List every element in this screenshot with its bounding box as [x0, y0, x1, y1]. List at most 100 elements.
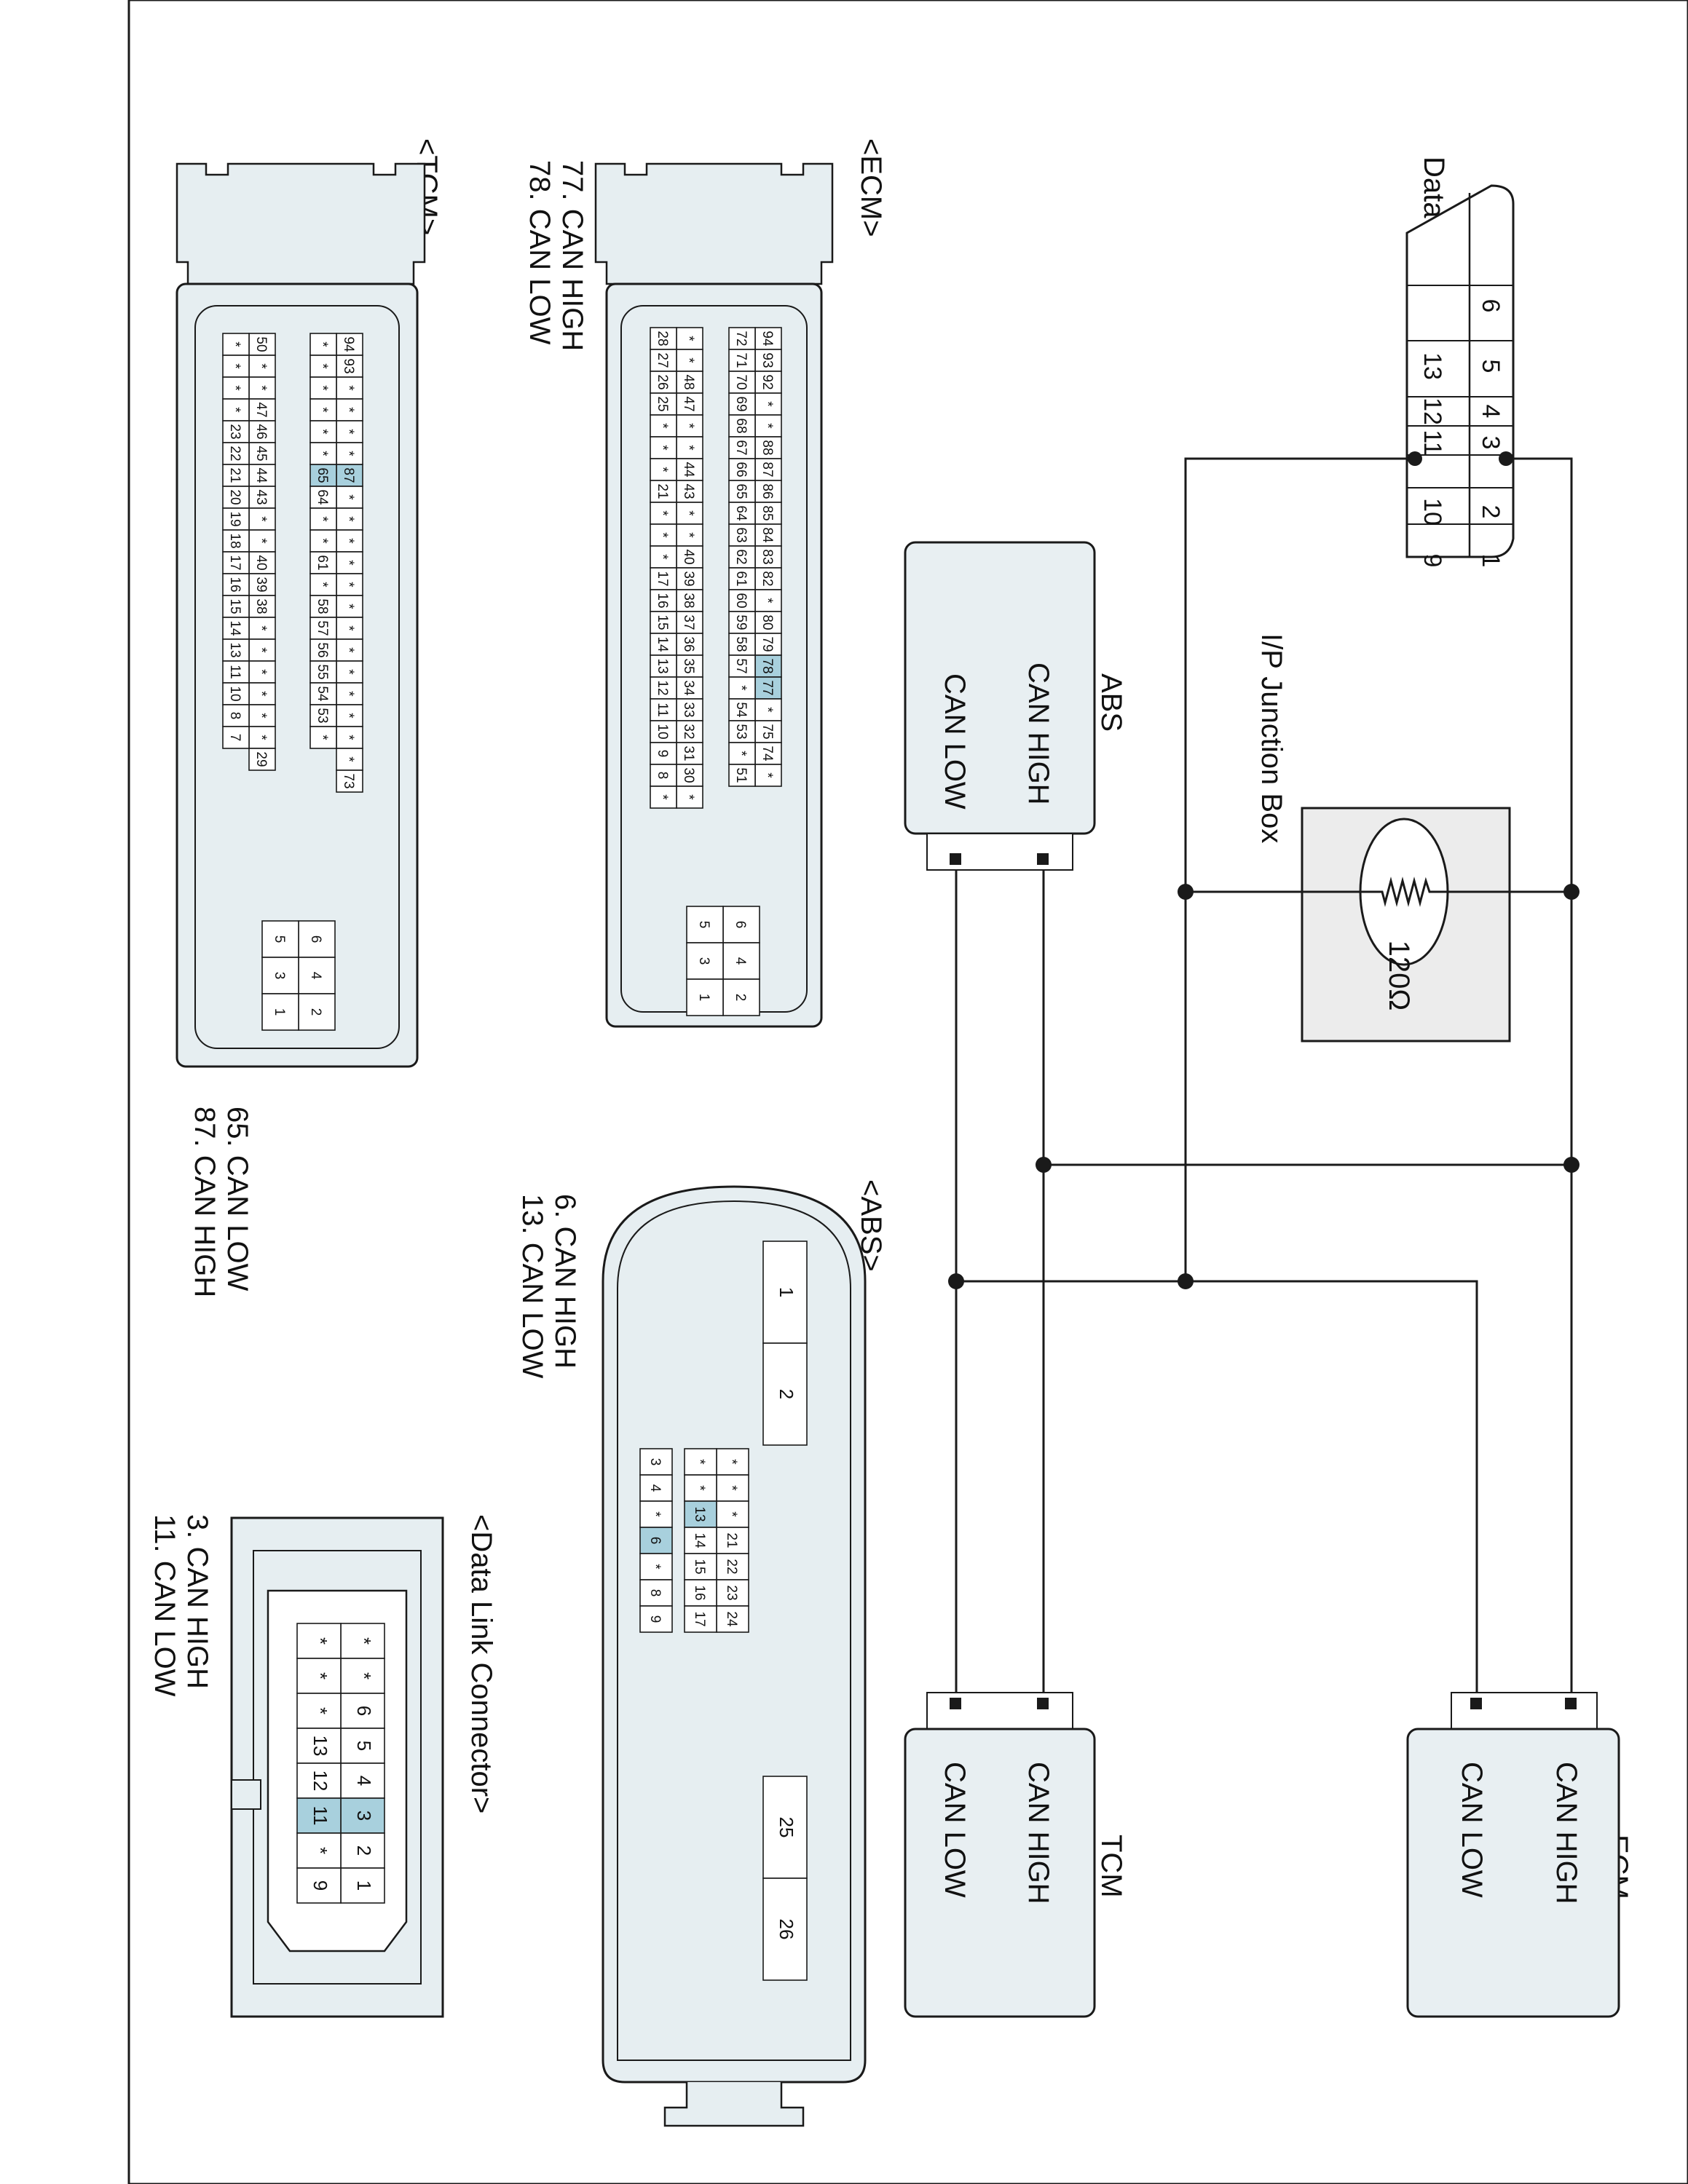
- tcm-legend-line: 65. CAN LOW: [221, 1107, 253, 1291]
- tcm-pin: 61: [315, 555, 330, 570]
- tcm-pin: *: [341, 451, 356, 456]
- ecm-pin: 26: [655, 374, 670, 389]
- dlc-conn-pin: 9: [309, 1880, 331, 1891]
- dlc-pin: 1: [1477, 554, 1504, 568]
- ecm-pin: *: [760, 707, 775, 713]
- tcm-pin: 10: [227, 686, 242, 701]
- ecm-aux-pin: 6: [733, 921, 748, 929]
- tcm-pin-can-high: [1037, 1698, 1049, 1709]
- ecm-pin: *: [681, 794, 696, 800]
- ecm-pin: 15: [655, 614, 670, 630]
- tcm-aux-pin: 2: [308, 1008, 323, 1016]
- tcm-pin: 22: [227, 446, 242, 461]
- tcm-pin: *: [315, 385, 330, 391]
- ecm-pin: 59: [733, 614, 749, 630]
- tcm-pin: 47: [253, 402, 269, 417]
- tcm-legend-line: 87. CAN HIGH: [189, 1107, 221, 1297]
- tcm-pin: 53: [315, 708, 330, 723]
- ecm-pin: 84: [760, 527, 775, 543]
- ecm-pin: 87: [760, 462, 775, 477]
- tcm-pin: *: [253, 669, 269, 675]
- ecm-pin: *: [655, 445, 670, 451]
- ecm-aux-pin: 5: [696, 921, 711, 929]
- dlc-conn-pin: 1: [353, 1880, 375, 1891]
- ecm-pin: 82: [760, 571, 775, 586]
- tcm-pin-cell: [222, 726, 250, 749]
- abs-conn-pin-cell: [639, 1605, 673, 1633]
- ecm-module: ECM CAN HIGH CAN LOW: [1406, 1692, 1633, 2018]
- dlc-pin: 10: [1419, 498, 1446, 526]
- tcm-pin: *: [227, 341, 242, 347]
- tcm-pin-cell: [309, 726, 337, 749]
- tcm-pin: 14: [227, 620, 242, 636]
- ecm-pin: 47: [681, 396, 696, 411]
- abs-conn-pin: 24: [724, 1611, 739, 1627]
- tcm-pin: 19: [227, 511, 242, 526]
- tcm-pin: 16: [227, 577, 242, 592]
- ecm-can-low-label: CAN LOW: [1456, 1762, 1488, 1898]
- ecm-pin: 27: [655, 352, 670, 368]
- ecm-aux-pin-cell: [686, 978, 724, 1016]
- ecm-pin: 30: [681, 767, 696, 783]
- abs-module: ABS CAN HIGH CAN LOW: [904, 541, 1127, 871]
- tcm-pin: *: [227, 407, 242, 413]
- tcm-pin: *: [341, 516, 356, 522]
- ecm-pin: 28: [655, 331, 670, 346]
- abs-conn-pin: 8: [647, 1589, 663, 1597]
- tcm-pin-cell: [248, 748, 276, 771]
- splice-points: [948, 884, 1579, 1289]
- tcm-pin: 55: [315, 664, 330, 679]
- tcm-pin-can-low: [950, 1698, 961, 1709]
- tcm-pin: *: [315, 516, 330, 522]
- tcm-pin: *: [315, 407, 330, 413]
- ecm-pin: 36: [681, 636, 696, 652]
- abs-pin-can-low: [950, 853, 961, 865]
- ecm-pin: *: [733, 751, 749, 756]
- ecm-pin: 92: [760, 374, 775, 389]
- tcm-pin: 46: [253, 424, 269, 439]
- can-high-trunk: [1506, 457, 1573, 1711]
- ecm-pin: 77: [760, 680, 775, 695]
- ecm-pin: *: [655, 467, 670, 472]
- can-low-trunk: [1184, 457, 1415, 1281]
- ecm-pin: 72: [733, 331, 749, 346]
- ecm-pin: 33: [681, 702, 696, 717]
- abs-conn-pin-cell: [684, 1605, 717, 1633]
- tcm-pin: 13: [227, 642, 242, 657]
- tcm-pin: *: [341, 735, 356, 740]
- tcm-pin: 15: [227, 598, 242, 614]
- ecm-pin: 40: [681, 549, 696, 564]
- tcm-pin: 94: [341, 336, 356, 352]
- tcm-pin: 40: [253, 555, 269, 570]
- tcm-pin: *: [253, 625, 269, 631]
- tcm-can-high-label: CAN HIGH: [1022, 1762, 1054, 1904]
- dlc-pin: 9: [1419, 554, 1446, 568]
- ecm-pin-cell: [650, 786, 677, 809]
- tcm-pin: *: [315, 735, 330, 740]
- abs-connector-body: [602, 1185, 867, 2084]
- tcm-pin: *: [341, 647, 356, 653]
- tcm-pin: 17: [227, 555, 242, 570]
- tcm-pin-cell: [336, 769, 363, 793]
- ecm-pin: 11: [655, 703, 670, 717]
- tcm-pin: *: [253, 713, 269, 719]
- ecm-pin: 69: [733, 396, 749, 411]
- tcm-pin: *: [341, 756, 356, 762]
- tcm-pin: *: [341, 560, 356, 566]
- ecm-aux-pin: 2: [733, 994, 748, 1002]
- ecm-pin: 88: [760, 440, 775, 455]
- abs-can-low-label: CAN LOW: [939, 673, 971, 810]
- ecm-aux-pin: 1: [696, 994, 711, 1002]
- dlc-connector-title: <Data Link Connector>: [465, 1514, 497, 1813]
- abs-pin-can-high: [1037, 853, 1049, 865]
- tcm-pin: 29: [253, 751, 269, 767]
- ecm-pin: 85: [760, 505, 775, 521]
- ecm-pin: 61: [733, 571, 749, 586]
- ecm-pin: 83: [760, 549, 775, 564]
- ecm-pin: 48: [681, 374, 696, 389]
- dlc-connector-key: [231, 1779, 261, 1810]
- tcm-pin: *: [341, 385, 356, 391]
